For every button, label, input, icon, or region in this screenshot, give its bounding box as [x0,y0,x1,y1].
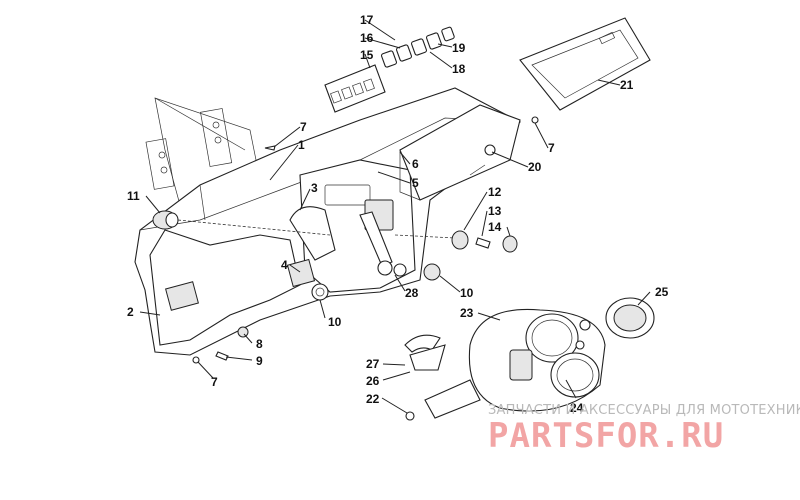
callout-9: 9 [256,354,263,368]
callout-15: 15 [360,48,374,62]
callout-14: 14 [488,220,502,234]
callout-1: 1 [298,138,305,152]
callout-3: 3 [311,181,318,195]
glovebox-lid [519,17,651,111]
gauge-25 [605,297,655,339]
callout-2: 2 [127,305,134,319]
callout-8: 8 [256,337,263,351]
callout-21: 21 [620,78,634,92]
callout-24: 24 [570,401,584,415]
glovebox-tray [399,104,521,201]
callout-10b: 10 [328,315,342,329]
switch-block [324,26,455,113]
callout-19: 19 [452,41,466,55]
watermark-caption: ЗАПЧАСТИ И АКСЕССУАРЫ ДЛЯ МОТОТЕХНИКИ [488,403,800,418]
callout-7b: 7 [548,141,555,155]
hardware [152,116,539,421]
callout-7c: 7 [211,375,218,389]
callout-labels: 17 16 15 19 18 21 7 1 7 6 20 5 3 11 12 1… [127,13,669,415]
callout-20: 20 [528,160,542,174]
leader-lines [139,19,651,414]
callout-25: 25 [655,285,669,299]
callout-22: 22 [366,392,380,406]
callout-28: 28 [405,286,419,300]
callout-17: 17 [360,13,374,27]
watermark-logo: PARTSFOR.RU [488,416,725,456]
callout-7a: 7 [300,120,307,134]
gauge-cluster [404,308,606,419]
callout-10a: 10 [460,286,474,300]
callout-23: 23 [460,306,474,320]
callout-16: 16 [360,31,374,45]
callout-12: 12 [488,185,502,199]
callout-4: 4 [281,258,288,272]
callout-13: 13 [488,204,502,218]
callout-6: 6 [412,157,419,171]
callout-11: 11 [127,189,140,203]
callout-18: 18 [452,62,466,76]
callout-27: 27 [366,357,380,371]
callout-26: 26 [366,374,380,388]
callout-5: 5 [412,176,419,190]
